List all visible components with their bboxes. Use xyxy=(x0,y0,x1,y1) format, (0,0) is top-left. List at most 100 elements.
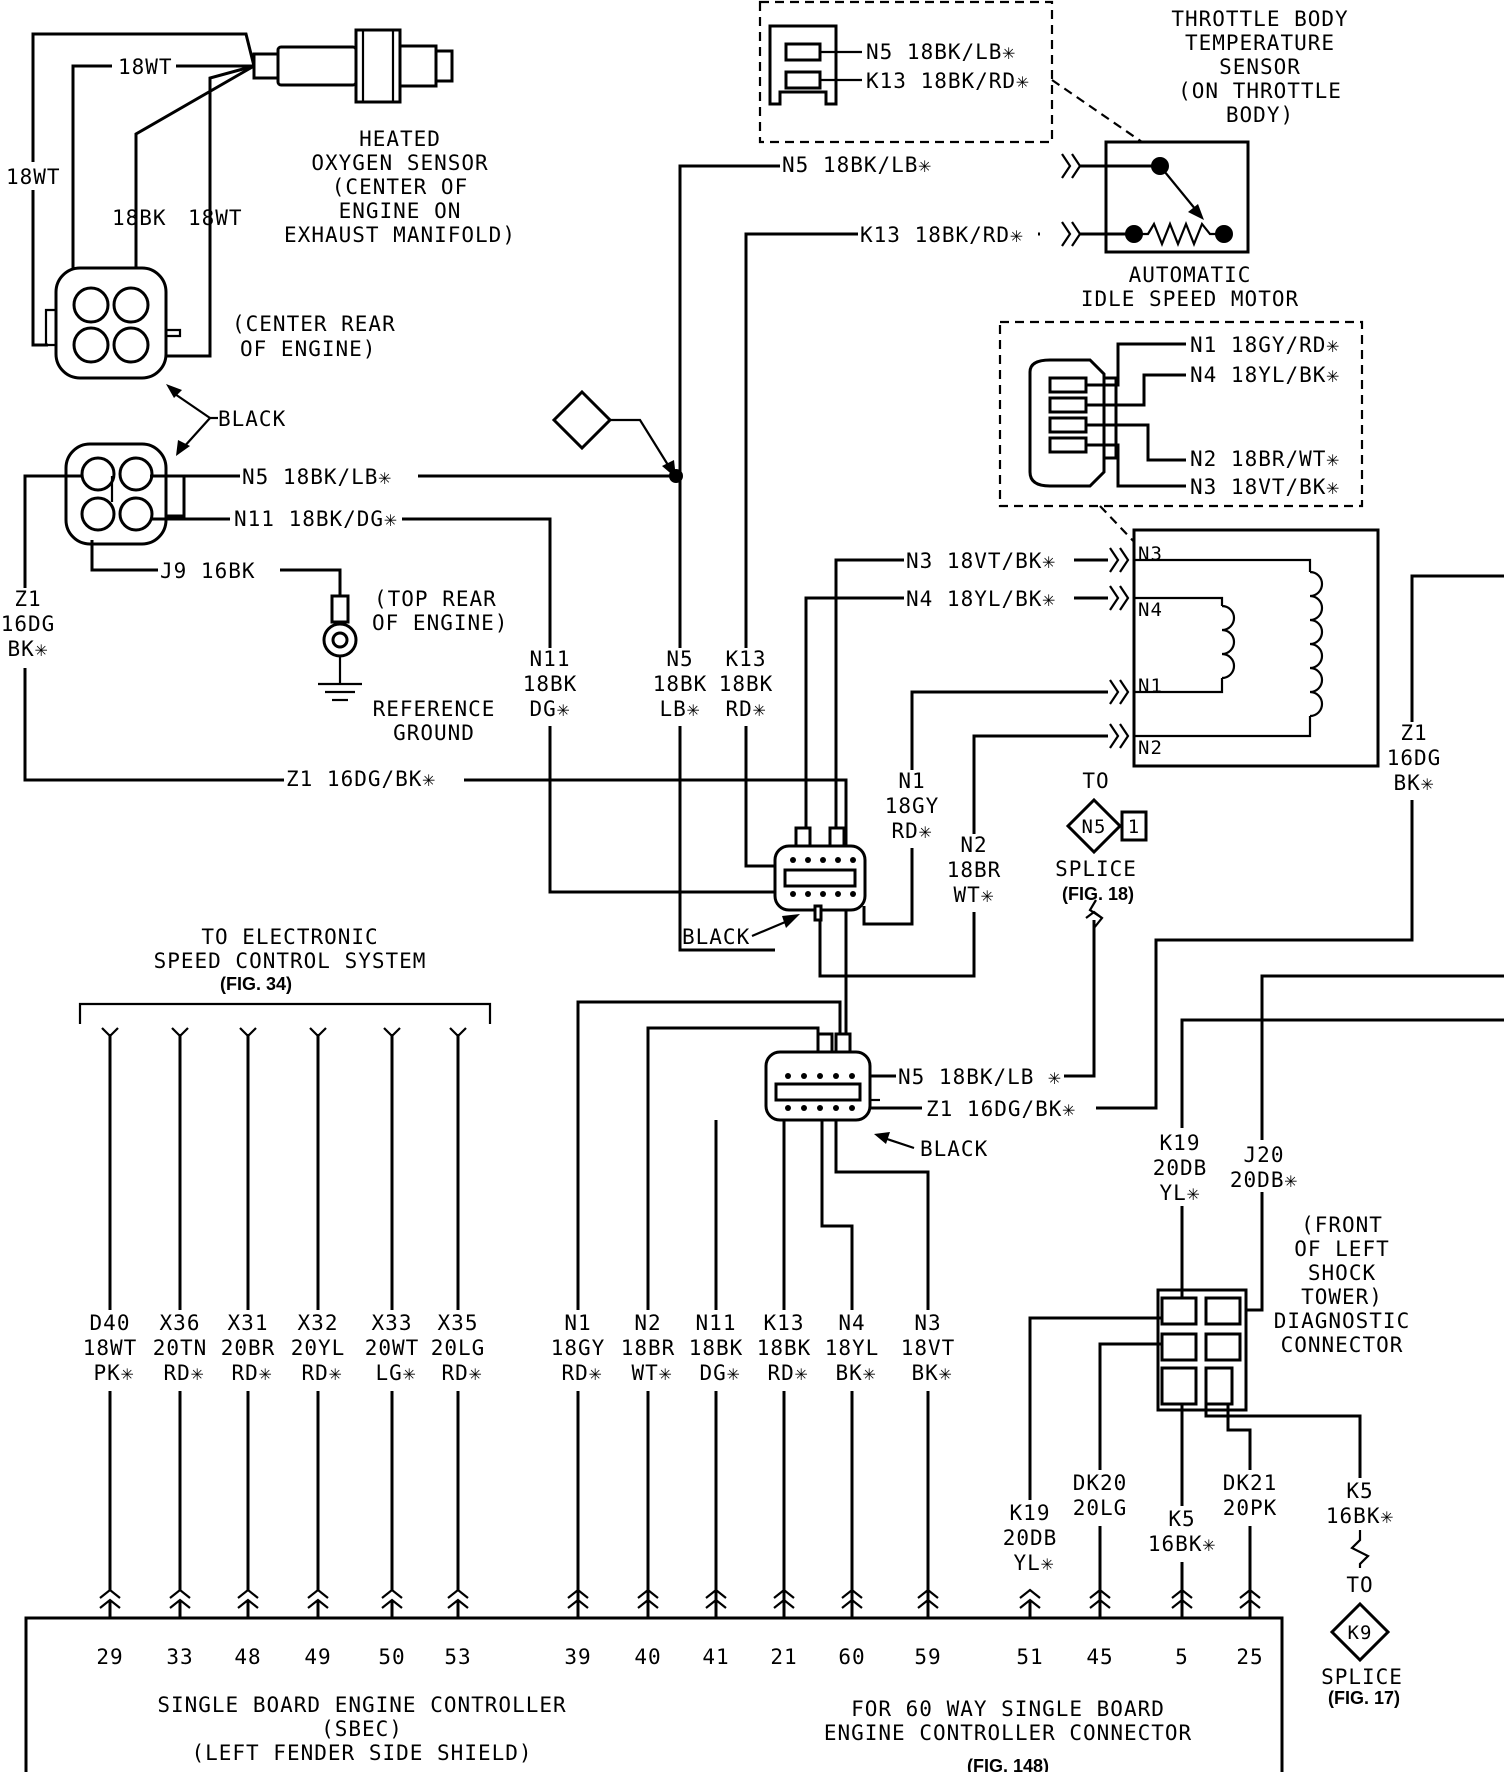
sbec-wire-label: RD✳ xyxy=(164,1361,205,1385)
wire-label-k19-upper: K19 20DB YL✳ xyxy=(1153,1131,1208,1205)
sbec-wire-label: 18BK xyxy=(689,1336,744,1360)
svg-text:SHOCK: SHOCK xyxy=(1308,1261,1376,1285)
sbec-pin-number: 33 xyxy=(166,1645,193,1669)
svg-text:N5: N5 xyxy=(1082,816,1107,838)
svg-text:N11: N11 xyxy=(530,647,571,671)
sbec-wire-label: K5 xyxy=(1168,1507,1195,1531)
diagnostic-connector-label: (FRONT OF LEFT SHOCK TOWER) DIAGNOSTIC C… xyxy=(1274,1213,1409,1357)
tb-connector-box xyxy=(758,0,1054,144)
sbec-pin-number: 59 xyxy=(914,1645,941,1669)
svg-text:OF ENGINE): OF ENGINE) xyxy=(372,611,508,635)
sbec-wire-label: DK20 xyxy=(1073,1471,1128,1495)
reference-ground-location-label: (TOP REAR OF ENGINE) xyxy=(372,587,508,635)
sbec-wire-label: 20LG xyxy=(431,1336,486,1360)
svg-text:(FRONT: (FRONT xyxy=(1301,1213,1383,1237)
svg-text:(LEFT FENDER SIDE SHIELD): (LEFT FENDER SIDE SHIELD) xyxy=(191,1741,532,1765)
motor-coils-icon xyxy=(1134,558,1324,738)
svg-text:K19: K19 xyxy=(1160,1131,1201,1155)
tb-sensor-internals xyxy=(1061,153,1233,247)
sbec-wire-label: D40 xyxy=(90,1311,131,1335)
svg-text:BK✳: BK✳ xyxy=(1394,771,1435,795)
svg-text:CONNECTOR: CONNECTOR xyxy=(1281,1333,1404,1357)
svg-text:20DB✳: 20DB✳ xyxy=(1230,1168,1298,1192)
svg-text:(CENTER OF: (CENTER OF xyxy=(332,175,468,199)
svg-text:WT✳: WT✳ xyxy=(954,883,995,907)
svg-text:AUTOMATIC: AUTOMATIC xyxy=(1129,263,1252,287)
sbec-wire-label: N3 xyxy=(914,1311,941,1335)
wire-label-o2-left: 18WT xyxy=(6,165,61,189)
wire-label-n2-vert: N2 18BR WT✳ xyxy=(947,833,1002,907)
wire-label-mid-n4: N4 18YL/BK✳ xyxy=(906,587,1056,611)
svg-text:SENSOR: SENSOR xyxy=(1219,55,1301,79)
o2-sensor-label: HEATED OXYGEN SENSOR (CENTER OF ENGINE O… xyxy=(284,127,516,247)
motor-n3-pin: N3 xyxy=(1138,543,1163,565)
sbec-pin-number: 39 xyxy=(564,1645,591,1669)
svg-text:SPLICE: SPLICE xyxy=(1321,1665,1403,1689)
svg-text:K5: K5 xyxy=(1346,1479,1373,1503)
sbec-wire-label: 18YL xyxy=(825,1336,880,1360)
svg-text:18BK: 18BK xyxy=(653,672,708,696)
speed-control-bracket xyxy=(78,1002,492,1024)
ism-n4-label: N4 18YL/BK✳ xyxy=(1190,363,1340,387)
wire-label-n11-vert: N11 18BK DG✳ xyxy=(523,647,577,721)
tb-conn-k13-label: K13 18BK/RD✳ xyxy=(866,69,1030,93)
ism-n2-label: N2 18BR/WT✳ xyxy=(1190,447,1340,471)
ism-n1-label: N1 18GY/RD✳ xyxy=(1190,333,1340,357)
svg-text:EXHAUST MANIFOLD): EXHAUST MANIFOLD) xyxy=(284,223,516,247)
svg-text:LB✳: LB✳ xyxy=(660,697,701,721)
wire-label-z1-left: Z1 16DG BK✳ xyxy=(1,587,55,661)
svg-text:TOWER): TOWER) xyxy=(1301,1285,1383,1309)
sbec-wire-label: 20DB xyxy=(1003,1526,1058,1550)
sbec-wire-label: 20BR xyxy=(221,1336,276,1360)
sbec-wire-label: X35 xyxy=(438,1311,479,1335)
break-mark-n5 xyxy=(1088,899,1104,929)
svg-text:(FIG. 18): (FIG. 18) xyxy=(1062,884,1134,904)
svg-text:THROTTLE BODY: THROTTLE BODY xyxy=(1171,7,1348,31)
svg-text:18BK: 18BK xyxy=(719,672,774,696)
svg-text:TO: TO xyxy=(1346,1573,1373,1597)
svg-text:(ON THROTTLE: (ON THROTTLE xyxy=(1178,79,1342,103)
svg-text:18GY: 18GY xyxy=(885,794,940,818)
sbec-pin-number: 60 xyxy=(838,1645,865,1669)
sbec-pin-number: 48 xyxy=(234,1645,261,1669)
sbec-wire-label: 20TN xyxy=(153,1336,208,1360)
ism-n3-label: N3 18VT/BK✳ xyxy=(1190,475,1340,499)
sbec-wire-label: X32 xyxy=(298,1311,339,1335)
wire-label-mid-n3: N3 18VT/BK✳ xyxy=(906,549,1056,573)
reference-ground-label: REFERENCE GROUND xyxy=(373,697,495,745)
sbec-wire-label: RD✳ xyxy=(442,1361,483,1385)
ism-connector-wires xyxy=(1086,342,1186,488)
svg-text:1: 1 xyxy=(1128,816,1140,838)
ism-connector-box xyxy=(998,320,1364,508)
svg-text:N5: N5 xyxy=(666,647,693,671)
wire-label-n1-vert: N1 18GY RD✳ xyxy=(885,769,940,843)
svg-text:K13: K13 xyxy=(726,647,767,671)
sbec-wire-label: BK✳ xyxy=(912,1361,953,1385)
sbec-pin-number: 49 xyxy=(304,1645,331,1669)
wire-label-lc-n5: N5 18BK/LB ✳ xyxy=(898,1065,1062,1089)
sbec-wire-label: DG✳ xyxy=(700,1361,741,1385)
o2-sensor-wires xyxy=(31,32,256,358)
svg-text:18BR: 18BR xyxy=(947,858,1002,882)
svg-text:20DB: 20DB xyxy=(1153,1156,1208,1180)
sbec-wire-label: 20LG xyxy=(1073,1496,1128,1520)
sbec-box xyxy=(24,1616,1284,1772)
oxygen-sensor-icon xyxy=(252,28,454,104)
sbec-wire-label: N2 xyxy=(634,1311,661,1335)
sbec-pin-number: 25 xyxy=(1236,1645,1263,1669)
sbec-wire-label: 18VT xyxy=(901,1336,956,1360)
wire-label-z1-horiz: Z1 16DG/BK✳ xyxy=(286,767,436,791)
sbec-pin-number: 21 xyxy=(770,1645,797,1669)
